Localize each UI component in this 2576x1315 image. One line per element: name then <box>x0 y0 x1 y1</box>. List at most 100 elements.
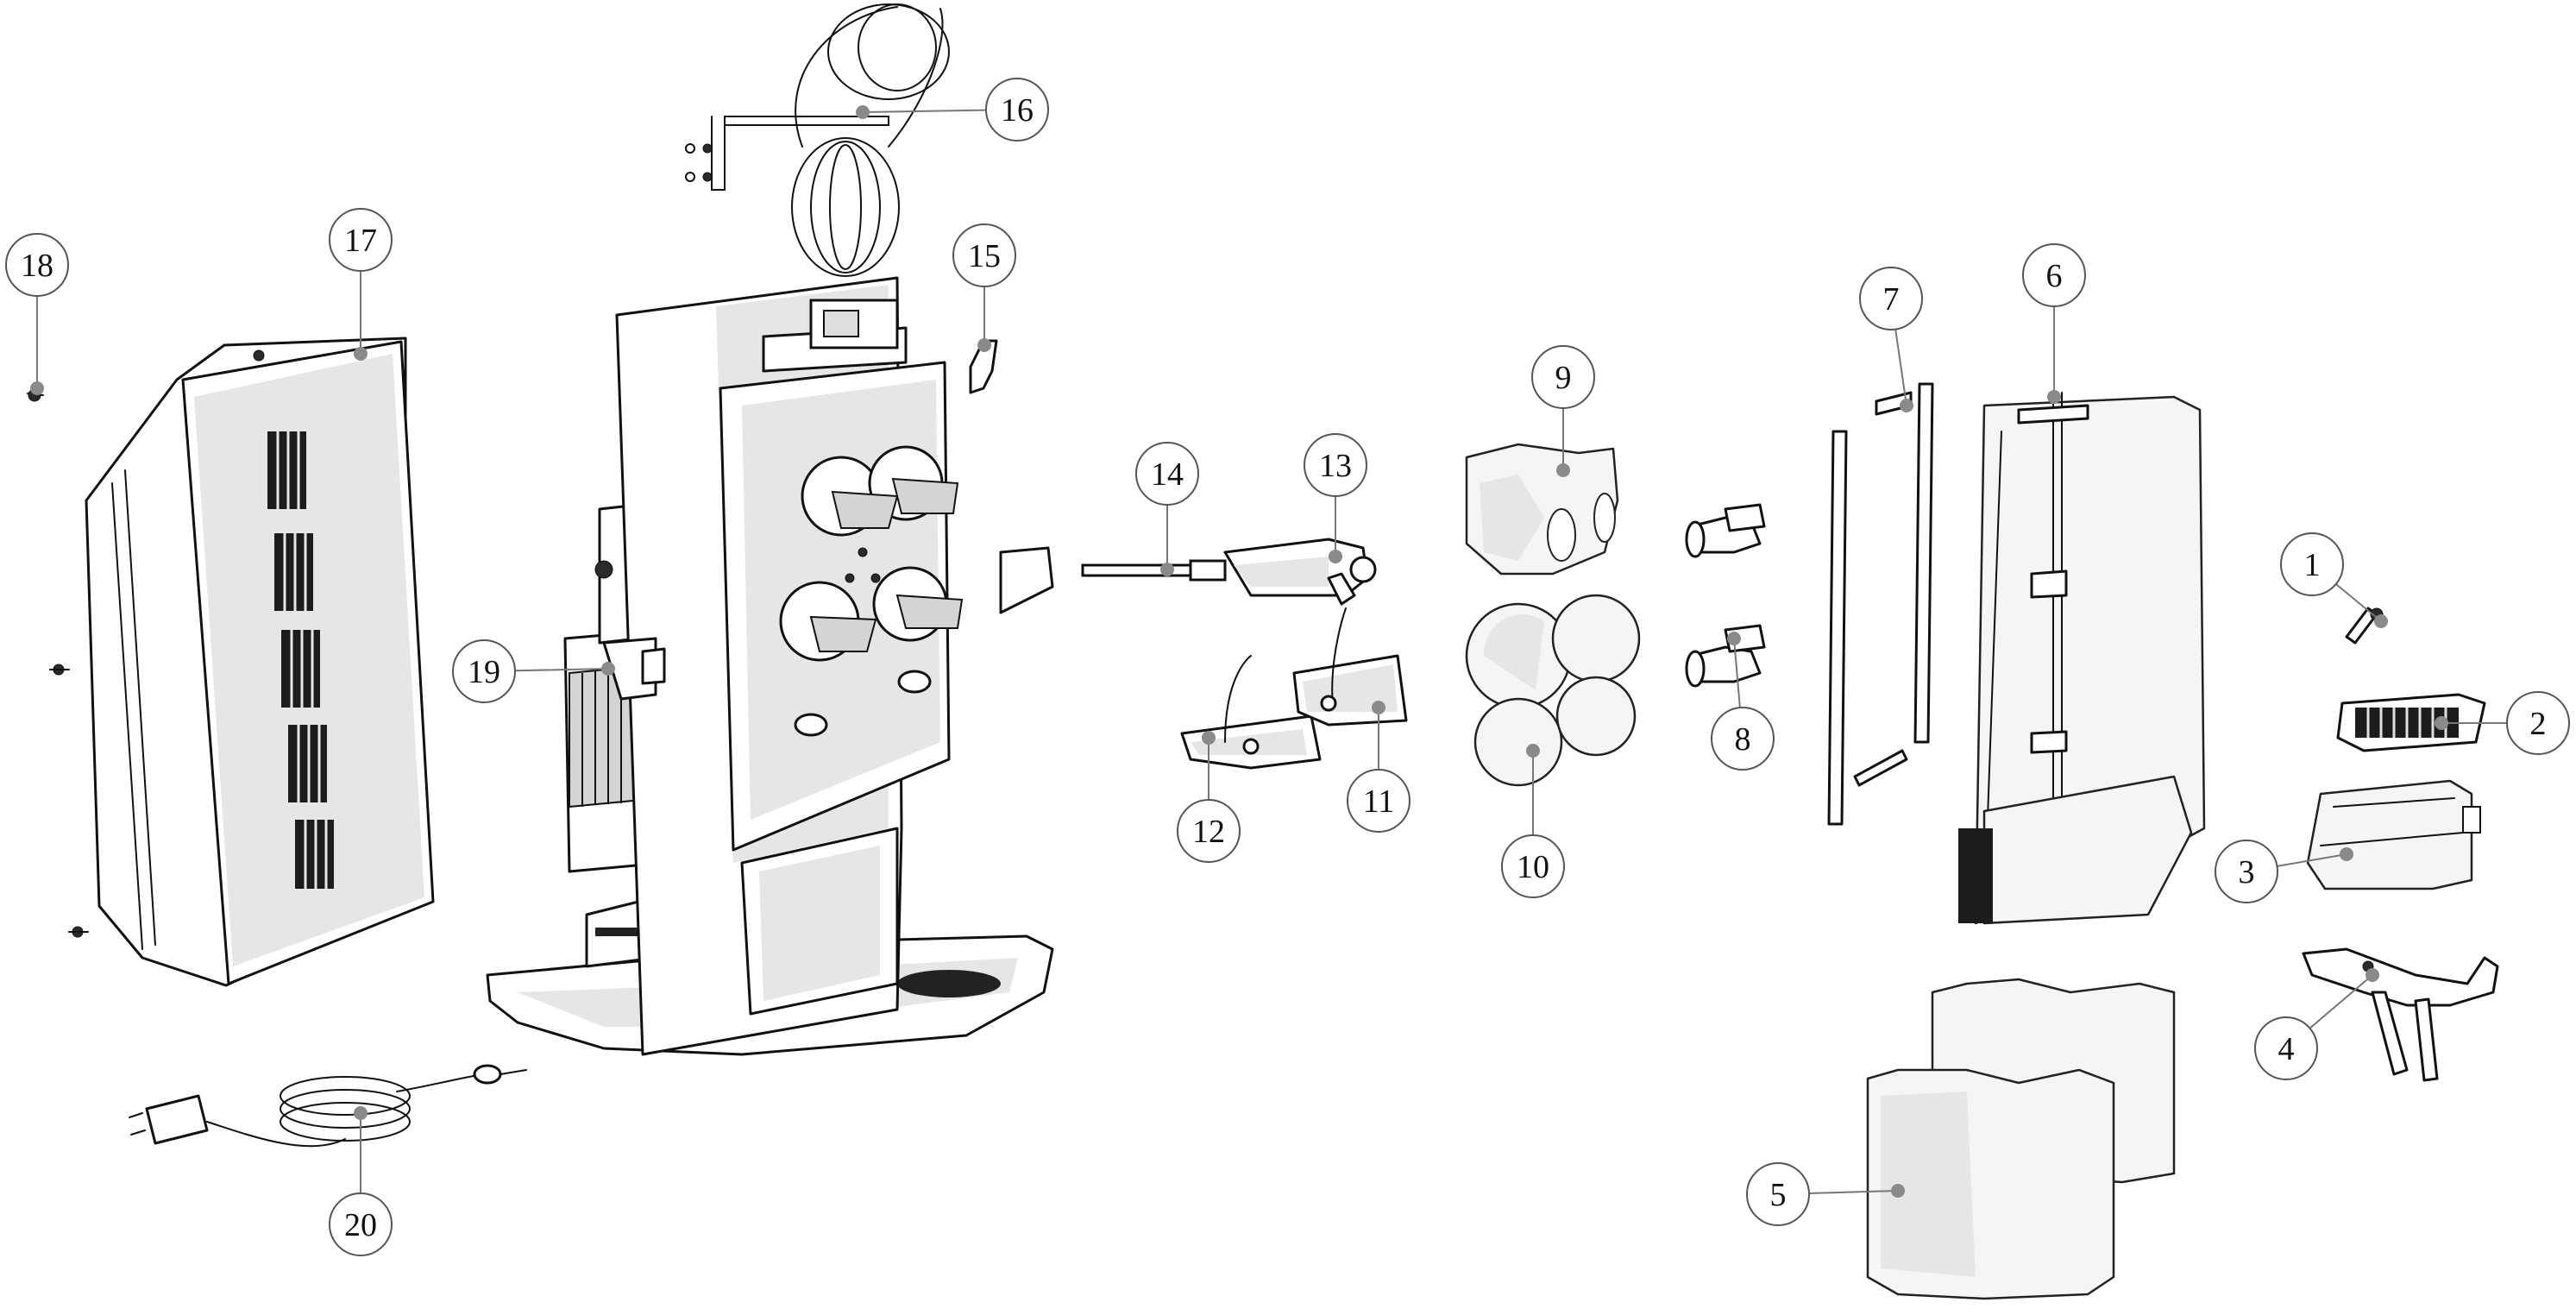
callout-6: 6 <box>2022 243 2086 404</box>
callout-anchor-dot <box>2435 716 2448 730</box>
callout-number: 8 <box>1735 721 1751 758</box>
callout-20: 20 <box>329 1106 393 1256</box>
callout-number: 1 <box>2304 547 2321 583</box>
callout-anchor-dot <box>2366 968 2379 982</box>
callout-number: 18 <box>21 248 53 284</box>
callout-bubble <box>2022 243 2086 307</box>
callout-number: 16 <box>1001 92 1034 129</box>
callout-anchor-dot <box>1372 701 1385 714</box>
callout-number: 19 <box>468 654 500 690</box>
callout-bubble <box>1711 707 1775 771</box>
callout-bubble <box>2254 1016 2318 1080</box>
callout-number: 4 <box>2278 1031 2295 1067</box>
callout-anchor-dot <box>2340 847 2353 861</box>
part-6-tower <box>1958 392 2206 925</box>
callout-anchor-dot <box>1526 744 1540 758</box>
part-3-housing <box>2306 779 2481 890</box>
callout-bubble <box>2215 840 2278 903</box>
callout-number: 10 <box>1517 849 1549 885</box>
callout-bubble <box>1859 267 1923 330</box>
callout-17: 17 <box>329 208 393 361</box>
part-5-bins <box>1866 978 2176 1300</box>
callout-3: 3 <box>2215 840 2353 903</box>
callout-bubble <box>329 1192 393 1256</box>
callout-bubble <box>2506 691 2570 755</box>
part-20-power-cord <box>129 1064 527 1148</box>
callout-anchor-dot <box>354 347 368 361</box>
callout-anchor-dot <box>1329 550 1342 563</box>
callout-bubble <box>329 208 393 272</box>
callout-anchor-dot <box>2374 614 2388 628</box>
callout-leader-line <box>514 668 609 672</box>
callout-18: 18 <box>5 233 69 395</box>
callout-number: 9 <box>1555 360 1572 396</box>
callout-anchor-dot <box>1160 563 1174 576</box>
callout-leader-line <box>1894 329 1907 406</box>
callout-leader-line <box>2335 583 2382 622</box>
callout-bubble <box>985 78 1049 142</box>
callout-bubble <box>1304 433 1367 497</box>
callout-10: 10 <box>1501 744 1565 898</box>
callout-number: 6 <box>2046 258 2063 294</box>
callout-bubble <box>1531 345 1595 409</box>
callout-number: 15 <box>968 238 1001 274</box>
part-11-12-peelers <box>1180 607 1408 770</box>
callout-anchor-dot <box>2047 390 2061 404</box>
callout-anchor-dot <box>1891 1184 1905 1198</box>
callout-anchor-dot <box>1900 399 1913 412</box>
part-7-rods <box>1827 382 1934 826</box>
callout-16: 16 <box>856 78 1049 142</box>
callout-number: 2 <box>2530 706 2547 742</box>
main-housing <box>486 276 1054 1056</box>
part-2-grill <box>2336 693 2486 752</box>
part-16-wire-basket <box>685 3 950 277</box>
callout-bubble <box>1347 769 1411 833</box>
callout-number: 14 <box>1151 456 1184 493</box>
callout-bubble <box>452 639 516 703</box>
callout-number: 12 <box>1192 814 1225 850</box>
callout-leader-line <box>1733 638 1741 708</box>
part-9-cups <box>1465 443 1619 576</box>
part-14-shaft <box>999 546 1227 614</box>
callout-bubble <box>2280 532 2344 596</box>
callout-leader-line <box>2277 853 2347 867</box>
callout-anchor-dot <box>856 105 870 119</box>
callout-bubble <box>1501 834 1565 898</box>
callout-1: 1 <box>2280 532 2388 628</box>
callout-11: 11 <box>1347 701 1411 833</box>
callout-leader-line <box>2309 974 2373 1029</box>
callout-19: 19 <box>452 639 615 703</box>
callout-anchor-dot <box>1556 463 1570 477</box>
callout-2: 2 <box>2435 691 2570 755</box>
callout-15: 15 <box>952 223 1016 352</box>
callout-anchor-dot <box>30 381 44 395</box>
callout-14: 14 <box>1135 442 1199 576</box>
part-13-blade <box>1223 538 1377 606</box>
callout-bubble <box>952 223 1016 287</box>
callout-8: 8 <box>1711 632 1775 771</box>
callout-number: 17 <box>344 223 377 259</box>
callout-anchor-dot <box>354 1106 368 1120</box>
part-1-pin <box>2345 607 2384 645</box>
part-17-side-panel <box>49 337 435 987</box>
callout-leader-line <box>1808 1190 1899 1194</box>
callout-number: 5 <box>1770 1177 1787 1213</box>
part-8-spindles <box>1685 503 1766 688</box>
callout-bubble <box>1135 442 1199 506</box>
callout-4: 4 <box>2254 968 2379 1080</box>
callout-bubble <box>1746 1162 1810 1226</box>
callout-number: 13 <box>1319 448 1352 484</box>
juicer-cones <box>779 445 964 737</box>
callout-number: 7 <box>1883 281 1900 318</box>
callout-leader-line <box>862 109 987 113</box>
part-10-balls <box>1465 594 1641 787</box>
callout-number: 3 <box>2239 854 2255 890</box>
callout-anchor-dot <box>977 338 991 352</box>
callout-13: 13 <box>1304 433 1367 563</box>
callout-anchor-dot <box>1202 731 1216 745</box>
callout-bubble <box>5 233 69 297</box>
callout-9: 9 <box>1531 345 1595 477</box>
callout-anchor-dot <box>1727 632 1741 645</box>
callout-number: 11 <box>1363 783 1395 820</box>
